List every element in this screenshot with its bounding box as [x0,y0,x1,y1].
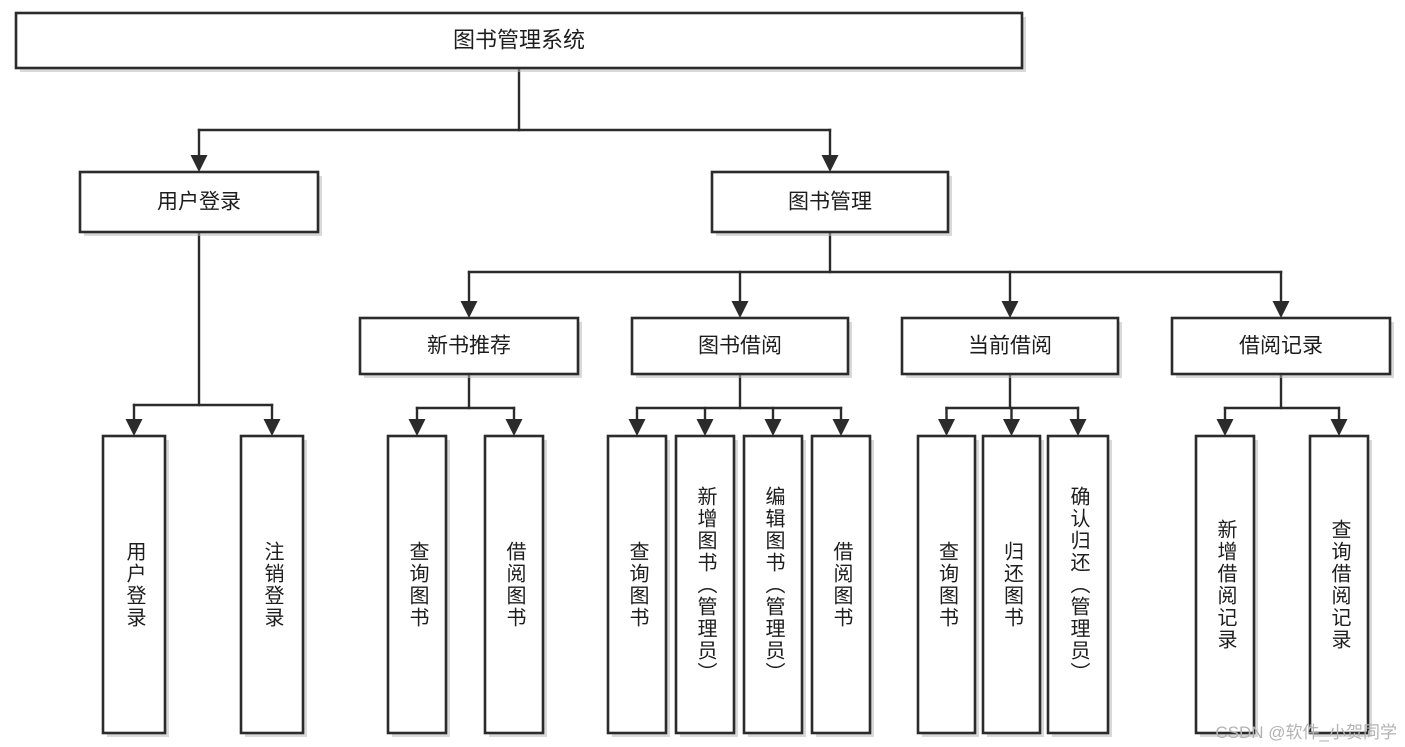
node-rect[interactable] [710,170,950,234]
node-leaf-user-login[interactable] [101,434,169,737]
node-label: 用户登录 [157,191,241,214]
node-rect[interactable] [239,434,305,735]
node-rect[interactable] [606,434,668,735]
arrow-head-icon [460,301,478,318]
node-borrow-record[interactable]: 借阅记录 [1170,316,1394,378]
node-user-login[interactable]: 用户登录 [78,170,322,236]
node-leaf-add-book[interactable] [674,434,738,737]
node-leaf-return-book[interactable] [981,434,1044,737]
node-rect[interactable] [14,11,1024,70]
arrow-head-icon [1001,301,1019,318]
edge-group-new-book-rec [408,372,523,436]
node-root[interactable]: 图书管理系统 [14,11,1026,72]
arrow-head-icon [821,155,839,172]
node-rect[interactable] [630,316,850,376]
node-label: 当前借阅 [968,335,1052,358]
arrow-head-icon [125,419,143,436]
node-label: 图书借阅 [698,335,782,358]
node-leaf-borrow-book-1[interactable] [483,434,547,737]
node-rect[interactable] [1194,434,1256,735]
edge-group-borrow-record [1216,372,1348,436]
node-current-borrow[interactable]: 当前借阅 [900,316,1122,378]
node-label: 借阅记录 [1239,335,1323,358]
arrow-head-icon [408,419,426,436]
edge-group-root [190,66,839,172]
node-leaf-query-book-1[interactable] [386,434,450,737]
node-rect[interactable] [742,434,804,735]
node-rect[interactable] [101,434,167,735]
node-rect[interactable] [900,316,1120,376]
edges-layer [125,66,1348,436]
arrow-head-icon [696,419,714,436]
arrow-head-icon [190,155,208,172]
node-rect[interactable] [358,316,580,376]
node-leaf-query-record[interactable] [1308,434,1372,737]
node-rect[interactable] [483,434,545,735]
node-rect[interactable] [1170,316,1392,376]
node-rect[interactable] [674,434,736,735]
arrow-head-icon [505,419,523,436]
edge-group-user-login [125,230,281,436]
node-rect[interactable] [386,434,448,735]
node-leaf-edit-book[interactable] [742,434,806,737]
arrow-head-icon [1216,419,1234,436]
node-leaf-logout[interactable] [239,434,307,737]
node-rect[interactable] [1046,434,1110,735]
node-rect[interactable] [78,170,320,234]
node-new-book-rec[interactable]: 新书推荐 [358,316,582,378]
node-leaf-borrow-book-2[interactable] [810,434,874,737]
arrow-head-icon [938,419,955,436]
arrow-head-icon [1272,301,1290,318]
node-label: 图书管理 [788,191,872,214]
arrow-head-icon [263,419,281,436]
node-rect[interactable] [1308,434,1370,735]
node-rect[interactable] [981,434,1042,735]
node-book-manage[interactable]: 图书管理 [710,170,952,236]
edge-group-book-manage [460,230,1290,318]
arrow-head-icon [1330,419,1348,436]
node-label: 新书推荐 [427,335,511,358]
arrow-head-icon [832,419,850,436]
node-rect[interactable] [810,434,872,735]
csdn-watermark: CSDN @软件_小贺同学 [1215,723,1397,742]
node-leaf-confirm-return[interactable] [1046,434,1112,737]
arrow-head-icon [764,419,782,436]
node-book-borrow[interactable]: 图书借阅 [630,316,852,378]
edge-group-current-borrow [938,372,1087,436]
node-leaf-query-book-3[interactable] [916,434,979,737]
node-rect[interactable] [916,434,977,735]
node-label: 图书管理系统 [453,27,585,52]
edge-group-book-borrow [628,372,850,436]
arrow-head-icon [628,419,646,436]
node-leaf-add-record[interactable] [1194,434,1258,737]
arrow-head-icon [1069,419,1087,436]
arrow-head-icon [731,301,749,318]
arrow-head-icon [1003,419,1020,436]
node-leaf-query-book-2[interactable] [606,434,670,737]
